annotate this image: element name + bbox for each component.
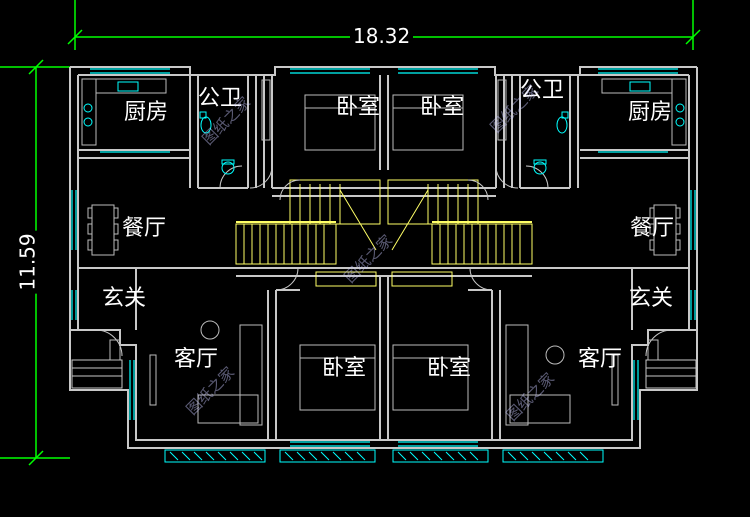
door-swings xyxy=(95,165,673,357)
room-label-kitchen-right: 厨房 xyxy=(628,100,673,125)
balcony-planters xyxy=(164,449,604,463)
room-label-bedroom-bottom-left: 卧室 xyxy=(322,356,367,381)
room-label-bedroom-bottom-right: 卧室 xyxy=(427,356,472,381)
height-dimension-label: 11.59 xyxy=(16,230,40,294)
room-label-foyer-right: 玄关 xyxy=(629,286,674,311)
room-label-living-left: 客厅 xyxy=(174,347,219,372)
room-label-bedroom-top-right: 卧室 xyxy=(420,95,465,120)
windows xyxy=(71,68,696,447)
room-label-dining-left: 餐厅 xyxy=(122,216,167,241)
bathroom-fixtures xyxy=(83,81,685,175)
furniture xyxy=(81,78,687,426)
room-label-bedroom-top-left: 卧室 xyxy=(336,95,381,120)
width-dimension-label: 18.32 xyxy=(350,26,414,46)
entry-steps xyxy=(71,359,697,389)
room-label-kitchen-left: 厨房 xyxy=(124,100,169,125)
walls xyxy=(69,66,698,449)
staircase xyxy=(235,179,533,287)
room-label-foyer-left: 玄关 xyxy=(102,286,147,311)
room-label-living-right: 客厅 xyxy=(578,347,623,372)
room-label-bath-right: 公卫 xyxy=(520,78,565,103)
room-label-bath-left: 公卫 xyxy=(198,86,243,111)
room-label-dining-right: 餐厅 xyxy=(630,216,675,241)
